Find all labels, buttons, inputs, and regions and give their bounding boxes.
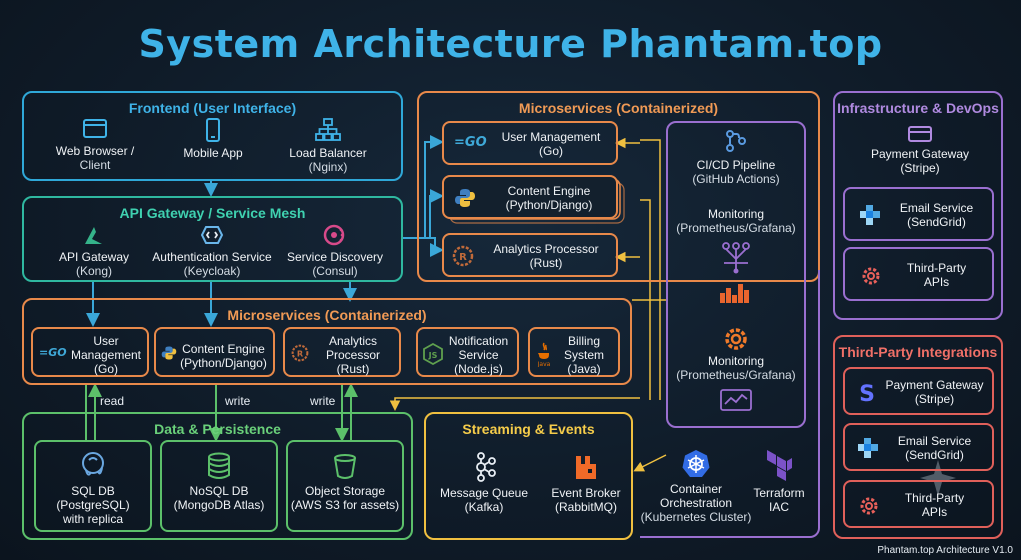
postgresql-icon bbox=[82, 452, 104, 476]
auth-service-node: Authentication Service (Keycloak) bbox=[144, 224, 280, 278]
streaming-events-title: Streaming & Events bbox=[462, 421, 595, 437]
kubernetes-node: Container Orchestration (Kubernetes Clus… bbox=[640, 448, 752, 524]
go-icon: =GO bbox=[39, 346, 67, 359]
network-icon bbox=[315, 118, 341, 141]
svg-text:Java: Java bbox=[537, 361, 551, 367]
web-browser-node: Web Browser / Client bbox=[45, 118, 145, 172]
gateway-panel: API Gateway / Service Mesh bbox=[22, 196, 403, 282]
microservices-mid-panel: Microservices (Containerized) bbox=[22, 298, 632, 385]
python-icon bbox=[455, 189, 475, 207]
rust-icon: R bbox=[452, 245, 474, 267]
nodejs-icon: JS bbox=[423, 343, 443, 365]
gear-icon bbox=[862, 267, 880, 285]
infra-payment-node: Payment Gateway (Stripe) bbox=[845, 125, 995, 175]
edge-label-write-2: write bbox=[310, 394, 336, 408]
analytics-processor-box: R Analytics Processor (Rust) bbox=[442, 233, 618, 277]
svg-text:R: R bbox=[459, 252, 467, 263]
infrastructure-devops-title: Infrastructure & DevOps bbox=[837, 100, 999, 116]
object-storage-box: Object Storage (AWS S3 for assets) bbox=[286, 440, 404, 532]
third-party-title: Third-Party Integrations bbox=[838, 344, 998, 360]
service-discovery-node: Service Discovery (Consul) bbox=[282, 224, 388, 278]
api-gateway-node: API Gateway (Kong) bbox=[44, 224, 144, 278]
sendgrid-icon bbox=[860, 205, 880, 225]
mid-content-engine-box: Content Engine (Python/Django) bbox=[154, 327, 275, 377]
content-engine-box: Content Engine (Python/Django) bbox=[442, 175, 618, 219]
tp-payment-box: S Payment Gateway (Stripe) bbox=[843, 367, 994, 415]
third-party-panel: Third-Party Integrations bbox=[833, 335, 1003, 539]
sql-db-box: SQL DB (PostgreSQL) with replica bbox=[34, 440, 152, 532]
frontend-panel: Frontend (User Interface) bbox=[22, 91, 403, 181]
message-queue-node: Message Queue (Kafka) bbox=[434, 452, 534, 514]
mid-notification-box: JS Notification Service (Node.js) bbox=[416, 327, 519, 377]
svg-text:JS: JS bbox=[428, 351, 438, 360]
stripe-icon: S bbox=[859, 382, 875, 405]
devops-outer-border bbox=[640, 270, 820, 538]
svg-text:S: S bbox=[859, 382, 875, 405]
kafka-icon bbox=[476, 452, 496, 482]
monitoring-node-2: Monitoring (Prometheus/Grafana) bbox=[668, 326, 804, 416]
mobile-icon bbox=[206, 118, 220, 142]
frontend-title: Frontend (User Interface) bbox=[128, 100, 297, 116]
keycloak-icon bbox=[200, 226, 224, 244]
infra-thirdparty-box: Third-Party APIs bbox=[843, 247, 994, 301]
browser-icon bbox=[83, 119, 107, 138]
kong-icon bbox=[85, 227, 102, 244]
data-persistence-panel: Data & Persistence bbox=[22, 412, 413, 540]
terraform-node: Terraform IAC bbox=[748, 448, 810, 514]
mid-analytics-box: R Analytics Processor (Rust) bbox=[283, 327, 401, 377]
rabbitmq-icon bbox=[576, 456, 596, 479]
bucket-icon bbox=[334, 454, 356, 479]
user-management-box: =GO User Management (Go) bbox=[442, 121, 618, 165]
nosql-db-box: NoSQL DB (MongoDB Atlas) bbox=[160, 440, 278, 532]
sendgrid-icon bbox=[858, 438, 878, 458]
load-balancer-node: Load Balancer (Nginx) bbox=[278, 118, 378, 174]
java-icon: Java bbox=[537, 342, 551, 367]
consul-icon bbox=[323, 224, 345, 246]
dashboard-icon bbox=[720, 389, 752, 411]
microservices-top-title: Microservices (Containerized) bbox=[518, 100, 719, 116]
infra-email-box: Email Service (SendGrid) bbox=[843, 187, 994, 241]
bar-chart-icon bbox=[720, 284, 749, 303]
devops-panel bbox=[666, 121, 806, 428]
microservices-top-panel: Microservices (Containerized) bbox=[417, 91, 820, 282]
infrastructure-devops-panel: Infrastructure & DevOps bbox=[833, 91, 1003, 320]
prometheus-icon bbox=[722, 242, 750, 274]
edge-label-write-1: write bbox=[225, 394, 251, 408]
database-icon bbox=[208, 452, 230, 479]
pipeline-icon bbox=[726, 130, 746, 152]
gear-icon bbox=[860, 497, 878, 515]
gateway-title: API Gateway / Service Mesh bbox=[119, 205, 306, 221]
data-persistence-title: Data & Persistence bbox=[154, 421, 281, 437]
streaming-events-panel: Streaming & Events bbox=[424, 412, 633, 540]
cicd-pipeline-node: CI/CD Pipeline (GitHub Actions) bbox=[668, 128, 804, 186]
mid-user-management-box: =GO User Management (Go) bbox=[31, 327, 149, 377]
event-broker-node: Event Broker (RabbitMQ) bbox=[540, 452, 632, 514]
go-icon: =GO bbox=[454, 135, 487, 150]
card-icon bbox=[908, 126, 932, 142]
mid-billing-box: Java Billing System (Java) bbox=[528, 327, 620, 377]
kubernetes-icon bbox=[682, 450, 710, 477]
microservices-mid-title: Microservices (Containerized) bbox=[227, 307, 427, 323]
footer-version: Phantam.top Architecture V1.0 bbox=[877, 545, 1013, 556]
rust-icon: R bbox=[291, 344, 309, 362]
tp-email-box: Email Service (SendGrid) bbox=[843, 423, 994, 471]
grafana-icon bbox=[725, 328, 747, 350]
mobile-app-node: Mobile App bbox=[168, 118, 258, 160]
python-icon bbox=[161, 346, 177, 360]
svg-text:R: R bbox=[297, 348, 304, 358]
edge-label-read: read bbox=[100, 394, 125, 408]
terraform-icon bbox=[767, 450, 792, 481]
page-title: System Architecture Phantam.top bbox=[138, 22, 883, 66]
monitoring-node-1: Monitoring (Prometheus/Grafana) bbox=[668, 207, 804, 309]
tp-thirdparty-box: Third-Party APIs bbox=[843, 480, 994, 528]
